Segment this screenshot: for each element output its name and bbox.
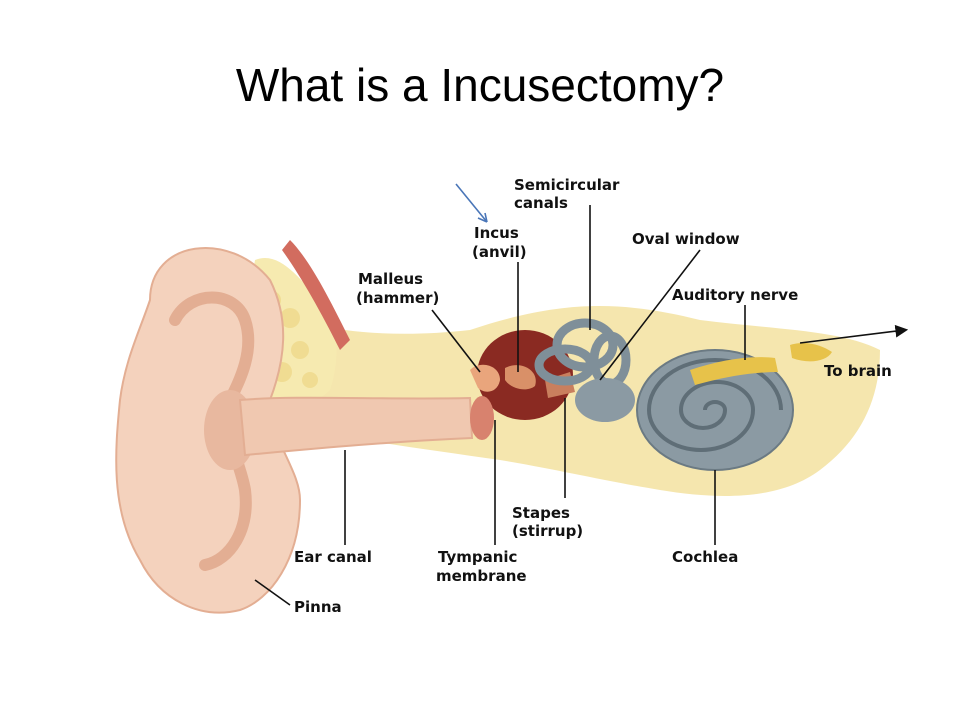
- nerve-to-brain: [790, 342, 832, 362]
- vestibule: [575, 378, 635, 422]
- label-stapes-line2: (stirrup): [512, 522, 583, 540]
- label-cochlea: Cochlea: [672, 548, 738, 566]
- label-tympanic-membrane-line2: membrane: [436, 567, 527, 585]
- label-ear-canal: Ear canal: [294, 548, 372, 566]
- tympanic-membrane-shape: [470, 396, 494, 440]
- highlight-arrow: [455, 183, 488, 223]
- leader-lines: [254, 205, 909, 606]
- muscle-tissue: [282, 240, 350, 350]
- label-incus-line2: (anvil): [472, 243, 527, 261]
- label-oval-window: Oval window: [632, 230, 740, 248]
- label-tympanic-membrane-line1: Tympanic: [438, 548, 517, 566]
- label-semicircular-canals-line1: Semicircular: [514, 176, 620, 194]
- malleus-shape: [470, 364, 500, 392]
- label-malleus-line1: Malleus: [358, 270, 423, 288]
- label-pinna: Pinna: [294, 598, 342, 616]
- label-stapes-line1: Stapes: [512, 504, 570, 522]
- label-semicircular-canals-line2: canals: [514, 194, 568, 212]
- ear-canal-shape: [238, 396, 474, 457]
- incus-shape: [505, 365, 536, 390]
- label-to-brain: To brain: [824, 362, 892, 380]
- label-auditory-nerve: Auditory nerve: [672, 286, 798, 304]
- label-incus-line1: Incus: [474, 224, 519, 242]
- auditory-nerve-shape: [690, 357, 778, 385]
- cochlea-shape: [636, 349, 794, 471]
- slide-title: What is a Incusectomy?: [235, 59, 725, 111]
- label-malleus-line2: (hammer): [356, 289, 439, 307]
